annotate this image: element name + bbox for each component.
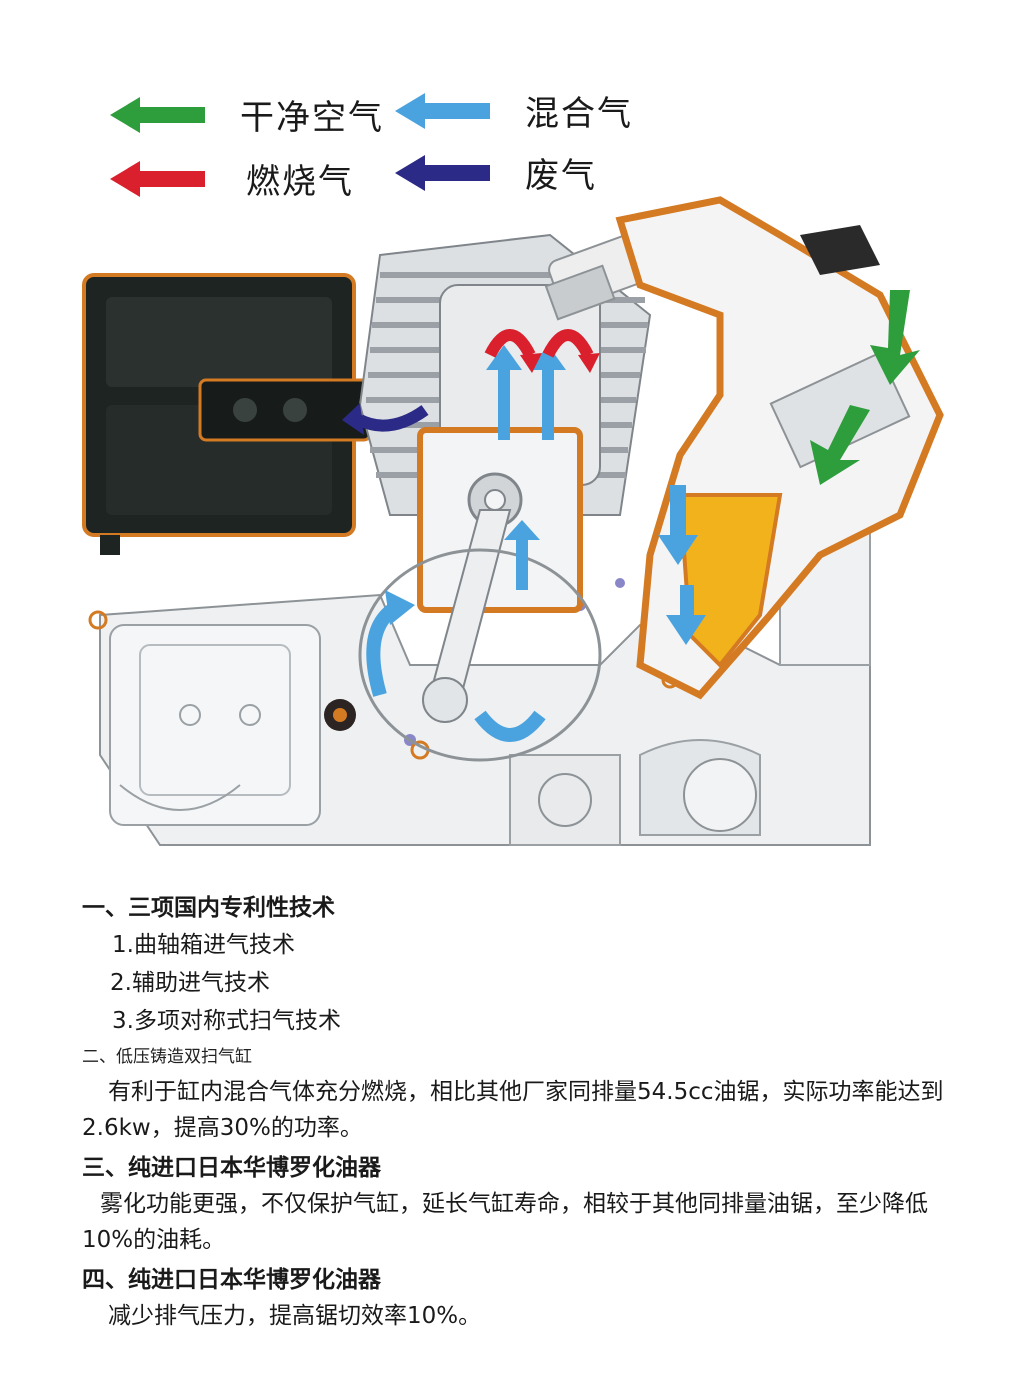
- section-1-title: 一、三项国内专利性技术: [82, 895, 335, 921]
- legend-label: 废气: [525, 156, 597, 196]
- engine-cutaway-diagram: [82, 196, 944, 846]
- legend-item-exhaust: 废气: [395, 148, 597, 197]
- blue-arrow-icon: [395, 92, 490, 129]
- section-2-body: 有利于缸内混合气体充分燃烧，相比其他厂家同排量54.5cc油锯，实际功率能达到2…: [82, 1079, 944, 1141]
- section-1-item: 1.曲轴箱进气技术: [112, 932, 295, 958]
- air-filter: [82, 273, 372, 555]
- navy-arrow-icon: [395, 154, 490, 191]
- section-1-item: 2.辅助进气技术: [110, 970, 270, 996]
- section-3-title: 三、纯进口日本华博罗化油器: [82, 1155, 381, 1181]
- legend-label: 混合气: [525, 94, 633, 134]
- cylinder: [358, 233, 652, 762]
- flow-arrows: [342, 290, 920, 742]
- legend-item-clean-air: 干净空气: [110, 90, 384, 139]
- flow-legend: 干净空气 混合气 燃烧气 废气: [100, 90, 660, 210]
- section-4-title: 四、纯进口日本华博罗化油器: [82, 1267, 381, 1293]
- section-2-title: 二、低压铸造双扫气缸: [82, 1047, 252, 1067]
- section-3-body: 雾化功能更强，不仅保护气缸，延长气缸寿命，相较于其他同排量油锯，至少降低10%的…: [82, 1191, 928, 1253]
- legend-item-mixture: 混合气: [395, 86, 633, 135]
- legend-label: 干净空气: [240, 98, 384, 138]
- green-arrow-icon: [110, 96, 205, 133]
- section-1-item: 3.多项对称式扫气技术: [112, 1008, 341, 1034]
- legend-label: 燃烧气: [246, 162, 354, 202]
- legend-item-combustion: 燃烧气: [110, 154, 354, 203]
- section-4-body: 减少排气压力，提高锯切效率10%。: [108, 1303, 482, 1329]
- carburetor-housing: [615, 196, 944, 700]
- feature-description: 一、三项国内专利性技术 1.曲轴箱进气技术 2.辅助进气技术 3.多项对称式扫气…: [82, 890, 962, 1334]
- red-arrow-icon: [110, 160, 205, 197]
